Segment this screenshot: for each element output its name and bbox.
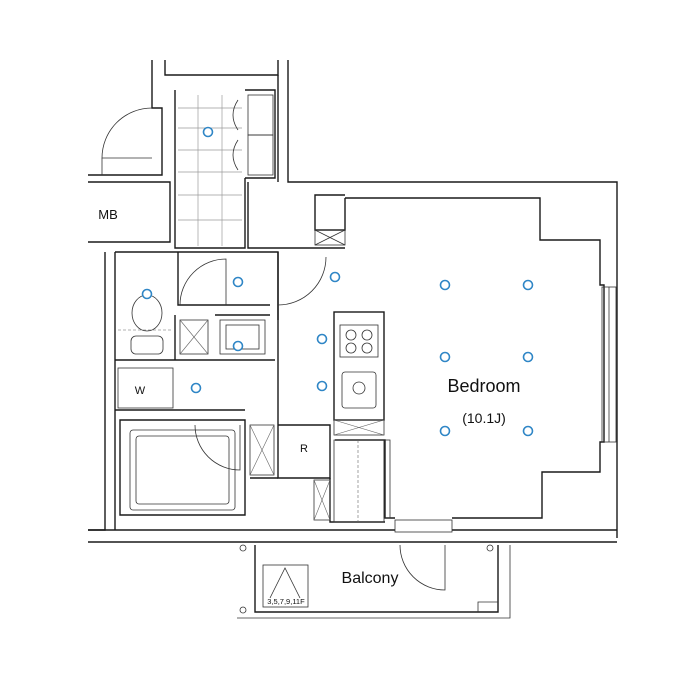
washer-label: W [135,385,146,397]
ceiling-light-icon [329,271,341,283]
sink-icon [341,371,377,409]
washer-space [117,367,174,409]
hatch-floor-label: 3,5,7,9,11F [267,597,305,606]
storage-boxes [249,424,331,521]
ceiling-light-icon [232,276,244,288]
mb-label: MB [98,207,118,222]
washstand [179,319,266,355]
ceiling-light-icon [202,126,214,138]
balcony [237,544,511,619]
bathtub-icon [129,429,236,511]
doors [101,107,617,591]
bedroom-walls [314,194,605,519]
ceiling-light-icon [522,351,534,363]
ceiling-light-icon [439,351,451,363]
bedroom-label: Bedroom [447,376,520,396]
ceiling-lights [141,126,534,437]
balcony-label: Balcony [342,570,399,587]
ceiling-light-icon [316,380,328,392]
kitchen [333,311,391,523]
ceiling-light-icon [232,340,244,352]
toilet-icon [118,294,172,355]
evacuation-hatch-icon [262,564,309,608]
ceiling-light-icon [522,279,534,291]
outer-walls [88,60,618,543]
closet-grid [178,94,274,246]
ceiling-light-icon [522,425,534,437]
ceiling-light-icon [439,425,451,437]
bedroom-size-label: (10.1J) [462,410,506,426]
ceiling-light-icon [190,382,202,394]
stove-icon [339,324,379,358]
refrigerator-label: R [300,443,308,455]
ceiling-light-icon [316,333,328,345]
ceiling-light-icon [141,288,153,300]
ceiling-light-icon [439,279,451,291]
